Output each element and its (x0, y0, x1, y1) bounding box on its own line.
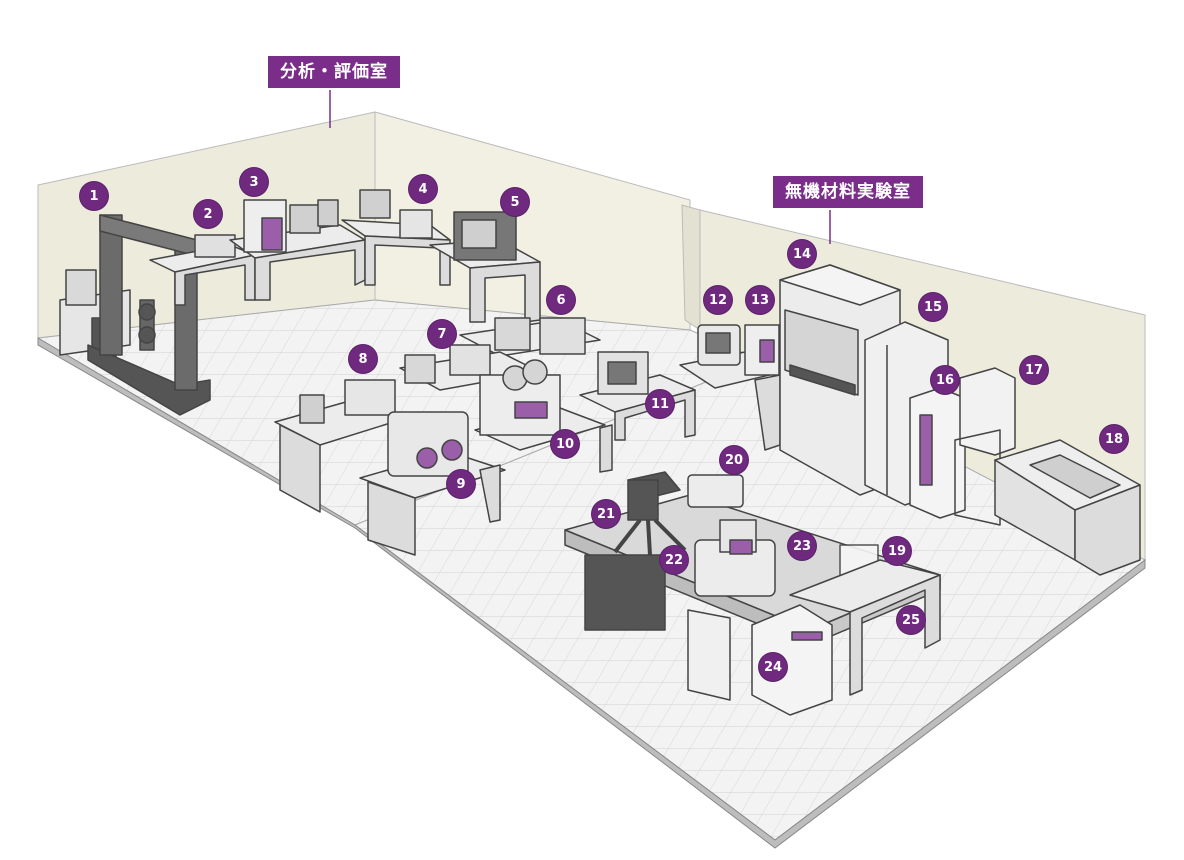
floor-edge (37, 337, 1146, 849)
room-label-analysis: 分析・評価室 (268, 56, 400, 89)
equipment-badge-8: 8 (349, 345, 377, 373)
equipment-badge-15: 15 (919, 293, 947, 321)
monitor-4 (359, 189, 391, 219)
analyzer-6 (539, 317, 586, 355)
equipment-badge-6: 6 (547, 286, 575, 314)
equipment-badge-17: 17 (1020, 356, 1048, 384)
instrument-20 (687, 474, 744, 508)
rotating-stand-21 (613, 471, 687, 556)
equipment-badge-14: 14 (788, 240, 816, 268)
equipment-badge-11: 11 (646, 390, 674, 418)
inorganic-room-back-wall-left (681, 204, 701, 331)
cabinet-16 (909, 387, 966, 519)
equipment-badge-13: 13 (746, 286, 774, 314)
equipment-badge-4: 4 (409, 175, 437, 203)
equipment-badge-5: 5 (501, 188, 529, 216)
rack-17 (954, 429, 1001, 526)
equipment-badge-22: 22 (660, 546, 688, 574)
equipment-badge-2: 2 (194, 200, 222, 228)
room-label-inorganic: 無機材料実験室 (773, 176, 923, 209)
equipment-badge-10: 10 (551, 430, 579, 458)
under-cabinet-black (584, 554, 666, 631)
equipment-badge-23: 23 (788, 532, 816, 560)
equipment-badge-7: 7 (428, 320, 456, 348)
equipment-badge-25: 25 (897, 606, 925, 634)
equipment-badge-20: 20 (720, 446, 748, 474)
inorganic-room-equipment (564, 264, 1141, 716)
monitor-3 (289, 204, 321, 234)
monitor-left (65, 269, 97, 306)
analyzer-4 (399, 209, 433, 239)
equipment-badge-18: 18 (1100, 425, 1128, 453)
small-analyzer (194, 234, 236, 258)
equipment-badge-16: 16 (931, 366, 959, 394)
analysis-room-equipment (59, 189, 696, 556)
monitor-8 (299, 394, 325, 424)
equipment-badge-9: 9 (447, 470, 475, 498)
equipment-badge-1: 1 (80, 182, 108, 210)
drawer-unit (687, 609, 731, 701)
equipment-badge-19: 19 (883, 537, 911, 565)
analyzer-8 (344, 379, 396, 416)
equipment-badge-12: 12 (704, 286, 732, 314)
equipment-badge-21: 21 (592, 500, 620, 528)
equipment-badge-24: 24 (759, 653, 787, 681)
equipment-17 (959, 367, 1016, 456)
analyzer-7 (449, 344, 491, 376)
chamber-9 (387, 411, 469, 477)
equipment-badge-3: 3 (240, 168, 268, 196)
